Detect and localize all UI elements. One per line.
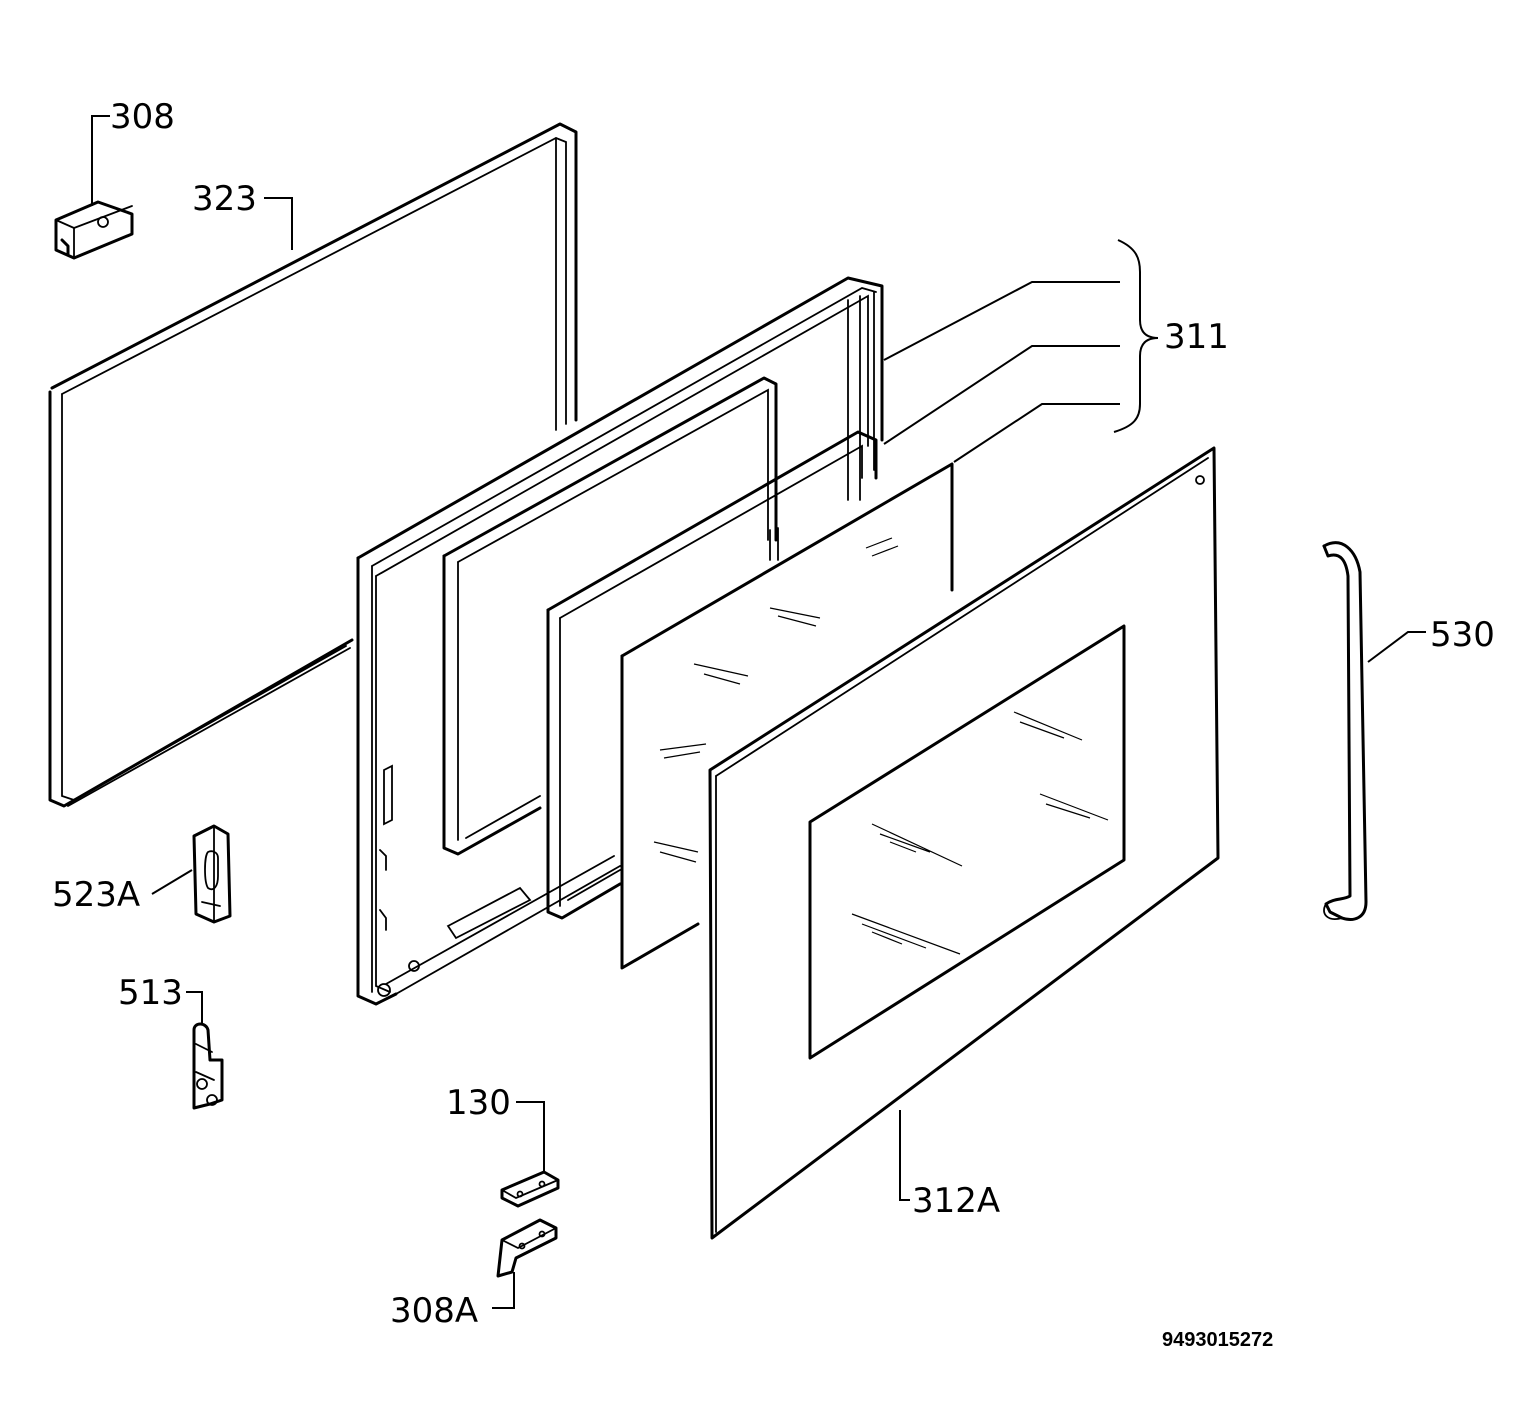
label-312a: 312A xyxy=(912,1181,1000,1221)
hinge-bracket-308 xyxy=(54,200,134,260)
label-530: 530 xyxy=(1430,615,1495,655)
inner-glass-panel xyxy=(620,462,954,970)
latch-plate-523a xyxy=(192,824,232,924)
label-311: 311 xyxy=(1164,317,1229,357)
leader-lines xyxy=(91,115,1426,1309)
label-308a: 308A xyxy=(390,1291,478,1331)
label-323: 323 xyxy=(192,179,257,219)
door-handle-530 xyxy=(1322,541,1368,921)
plate-130 xyxy=(500,1170,560,1208)
inner-door-frame xyxy=(356,276,884,1006)
callout-labels: 308 323 311 530 523A 513 130 312A 308A 9… xyxy=(52,97,1495,1351)
document-code: 9493015272 xyxy=(1162,1329,1273,1351)
label-523a: 523A xyxy=(52,875,140,915)
glass-seal xyxy=(546,430,878,920)
label-308: 308 xyxy=(110,97,175,137)
door-seal-323 xyxy=(48,122,578,808)
label-130: 130 xyxy=(446,1083,511,1123)
outer-glass-panel-312a xyxy=(708,446,1220,1240)
bracket-308a xyxy=(496,1218,558,1278)
hinge-pin-513 xyxy=(192,1022,224,1110)
label-513: 513 xyxy=(118,973,183,1013)
